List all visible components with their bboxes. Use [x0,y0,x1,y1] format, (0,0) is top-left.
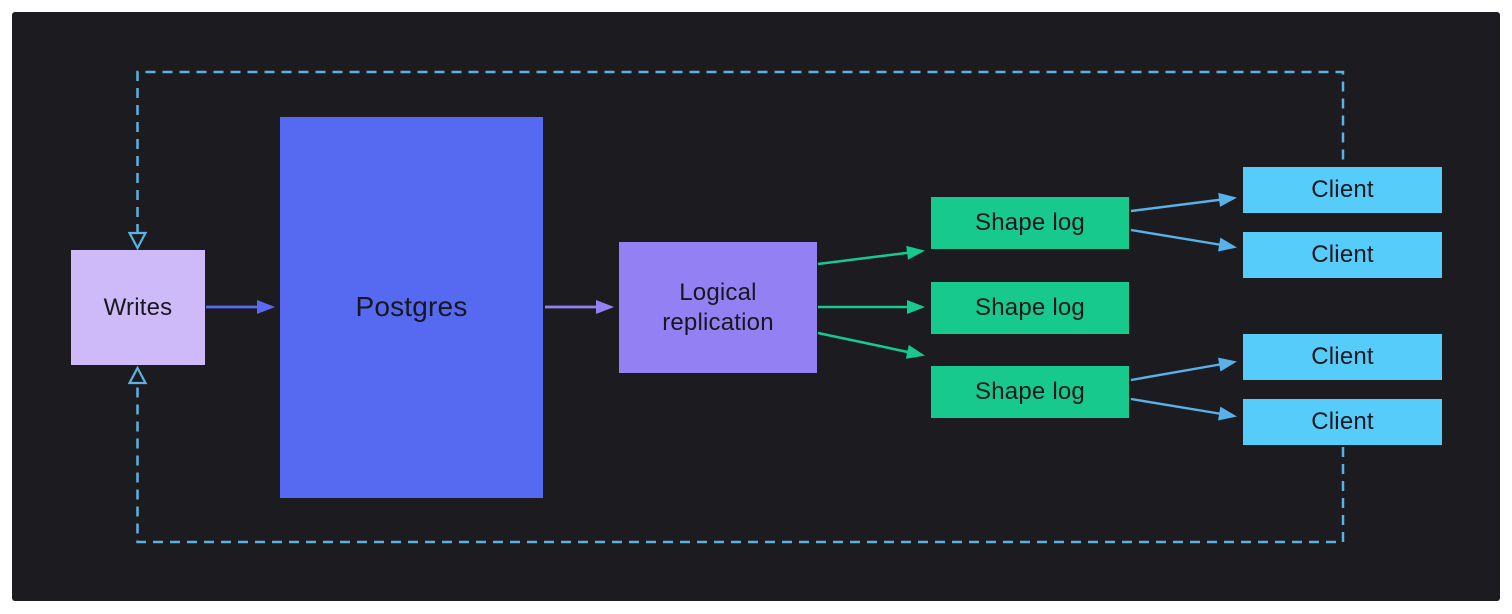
node-shape-log-2: Shape log [931,282,1129,334]
node-shape-log-3: Shape log [931,366,1129,418]
node-client-1: Client [1243,167,1442,213]
node-client-2: Client [1243,232,1442,278]
node-client-4: Client [1243,399,1442,445]
node-shape-log-1: Shape log [931,197,1129,249]
node-writes: Writes [71,250,205,365]
node-logical-replication: Logical replication [619,242,817,373]
node-client-3: Client [1243,334,1442,380]
node-postgres: Postgres [280,117,543,498]
